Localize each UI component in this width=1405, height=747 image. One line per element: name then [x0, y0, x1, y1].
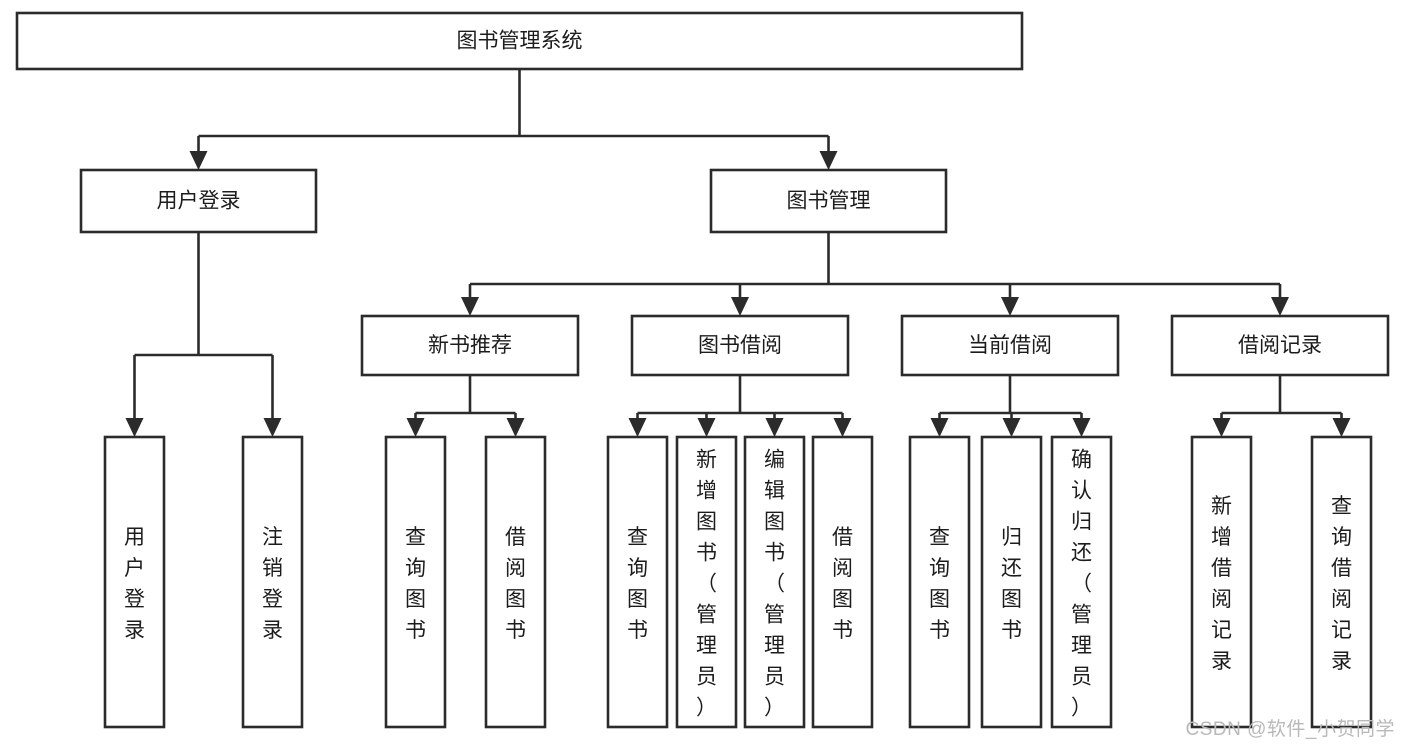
node-branch[interactable]: 新书推荐 — [360, 314, 580, 377]
node-box-rect — [103, 435, 166, 729]
node-leaf[interactable]: 确认归还（管理员） — [1050, 435, 1113, 729]
arrow-head-icon — [731, 297, 749, 316]
node-label: 确认归还（管理员） — [1071, 449, 1092, 720]
node-leaf[interactable]: 编辑图书（管理员） — [743, 435, 806, 729]
arrow-head-icon — [819, 151, 838, 170]
node-label: 查询图书 — [929, 526, 950, 642]
node-branch[interactable]: 图书管理系统 — [15, 11, 1024, 71]
node-box-rect — [484, 435, 547, 729]
node-leaf[interactable]: 查询借阅记录 — [1310, 435, 1373, 729]
node-leaf[interactable]: 新增借阅记录 — [1190, 435, 1253, 729]
node-leaf[interactable]: 查询图书 — [606, 435, 669, 729]
node-box-rect — [908, 435, 971, 729]
node-label: 查询借阅记录 — [1331, 495, 1352, 673]
node-label: 用户登录 — [124, 526, 145, 642]
node-branch[interactable]: 用户登录 — [79, 168, 318, 234]
node-label: 查询图书 — [405, 526, 426, 642]
arrow-head-icon — [1332, 418, 1351, 437]
node-leaf[interactable]: 查询图书 — [384, 435, 447, 729]
node-leaf[interactable]: 用户登录 — [103, 435, 166, 729]
node-label: 查询图书 — [627, 526, 648, 642]
arrow-head-icon — [1212, 418, 1231, 437]
node-leaf[interactable]: 注销登录 — [241, 435, 304, 729]
node-box-rect — [1190, 435, 1253, 729]
arrow-head-icon — [506, 418, 525, 437]
node-label: 借阅记录 — [1238, 334, 1322, 357]
arrow-head-icon — [765, 418, 784, 437]
node-label: 注销登录 — [262, 526, 283, 642]
arrow-head-icon — [263, 418, 282, 437]
node-branch[interactable]: 图书借阅 — [630, 314, 850, 377]
node-box-rect — [675, 435, 738, 729]
arrow-head-icon — [189, 151, 208, 170]
node-branch[interactable]: 图书管理 — [709, 168, 948, 234]
arrow-head-icon — [125, 418, 144, 437]
node-label: 当前借阅 — [968, 334, 1052, 357]
node-box-rect — [1170, 314, 1390, 377]
node-box-rect — [79, 168, 318, 234]
node-leaf[interactable]: 新增图书（管理员） — [675, 435, 738, 729]
node-label: 新增图书（管理员） — [696, 449, 717, 720]
node-box-rect — [743, 435, 806, 729]
node-label: 用户登录 — [157, 190, 241, 213]
arrow-head-icon — [406, 418, 425, 437]
node-leaf[interactable]: 查询图书 — [908, 435, 971, 729]
node-box-rect — [241, 435, 304, 729]
node-box-rect — [980, 435, 1043, 729]
node-box-rect — [709, 168, 948, 234]
arrow-head-icon — [1271, 297, 1289, 316]
node-label: 借阅图书 — [832, 526, 853, 642]
arrow-head-icon — [833, 418, 852, 437]
node-layer: 图书管理系统用户登录用户登录注销登录图书管理新书推荐查询图书借阅图书图书借阅查询… — [15, 11, 1390, 729]
node-leaf[interactable]: 借阅图书 — [484, 435, 547, 729]
arrow-head-icon — [1072, 418, 1091, 437]
node-box-rect — [630, 314, 850, 377]
node-box-rect — [606, 435, 669, 729]
arrow-head-icon — [1001, 297, 1019, 316]
node-box-rect — [360, 314, 580, 377]
arrow-head-icon — [930, 418, 949, 437]
node-label: 图书借阅 — [698, 334, 782, 357]
node-label: 图书管理 — [787, 190, 871, 213]
node-box-rect — [900, 314, 1120, 377]
node-label: 借阅图书 — [505, 526, 526, 642]
arrow-head-icon — [697, 418, 716, 437]
connector-layer — [125, 69, 1351, 437]
node-box-rect — [811, 435, 874, 729]
arrow-head-icon — [628, 418, 647, 437]
node-box-rect — [384, 435, 447, 729]
node-leaf[interactable]: 归还图书 — [980, 435, 1043, 729]
node-label: 图书管理系统 — [457, 30, 583, 53]
node-box-rect — [1310, 435, 1373, 729]
watermark-text: CSDN @软件_小贺同学 — [1185, 719, 1395, 740]
node-label: 编辑图书（管理员） — [764, 449, 785, 720]
node-branch[interactable]: 借阅记录 — [1170, 314, 1390, 377]
node-label: 新书推荐 — [428, 334, 512, 357]
node-box-rect — [1050, 435, 1113, 729]
node-branch[interactable]: 当前借阅 — [900, 314, 1120, 377]
arrow-head-icon — [461, 297, 479, 316]
node-label: 归还图书 — [1001, 526, 1022, 642]
node-box-rect — [15, 11, 1024, 71]
arrow-head-icon — [1002, 418, 1021, 437]
node-leaf[interactable]: 借阅图书 — [811, 435, 874, 729]
node-label: 新增借阅记录 — [1211, 495, 1232, 673]
